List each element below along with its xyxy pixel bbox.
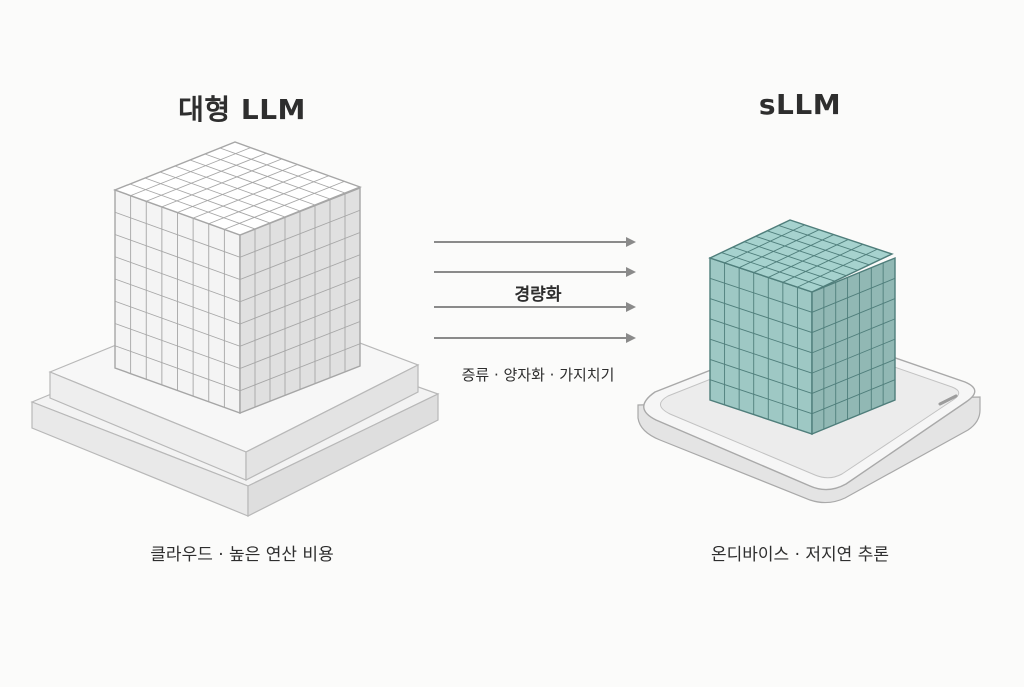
grid-line <box>811 298 896 333</box>
large-llm-caption: 클라우드 · 높은 연산 비용 <box>150 545 334 565</box>
grid-line <box>811 379 896 415</box>
grid-line <box>219 147 346 194</box>
grid-line <box>744 241 847 277</box>
grid-line <box>753 234 834 273</box>
grid-line <box>239 321 361 369</box>
grid-line <box>208 175 329 225</box>
grid-line <box>239 298 361 347</box>
grid-line <box>174 165 301 212</box>
compression-arrows <box>434 237 636 343</box>
grid-line <box>724 224 805 264</box>
grid-line <box>778 225 881 260</box>
grid-line <box>768 239 849 278</box>
grid-line <box>709 379 813 415</box>
compression-label: 경량화 <box>514 285 562 305</box>
grid-line <box>721 252 824 287</box>
grid-line <box>189 159 316 206</box>
grid-line <box>114 323 241 369</box>
grid-line <box>797 248 878 288</box>
grid-line <box>114 278 241 325</box>
grid-line <box>709 277 813 313</box>
grid-line <box>811 338 896 374</box>
grid-line <box>755 235 858 271</box>
grid-line <box>239 343 361 392</box>
cube-side-face <box>811 256 896 436</box>
grid-line <box>239 276 361 325</box>
grid-line <box>192 169 314 219</box>
sllm-title: sLLM <box>758 88 842 121</box>
grid-line <box>709 359 813 394</box>
sllm-caption: 온디바이스 · 저지연 추론 <box>710 545 890 565</box>
grid-line <box>709 338 813 374</box>
grid-line <box>224 180 345 230</box>
grid-line <box>811 277 896 313</box>
large-llm-cube <box>113 141 362 415</box>
large-llm-title: 대형 LLM <box>178 93 306 126</box>
grid-line <box>738 229 820 269</box>
grid-line <box>709 298 813 333</box>
grid-line <box>732 246 835 282</box>
grid-line <box>811 318 896 354</box>
sllm-cube <box>708 219 896 436</box>
grid-line <box>709 318 813 354</box>
grid-line <box>114 300 241 347</box>
grid-line <box>114 345 241 392</box>
compression-methods: 증류 · 양자화 · 가지치기 <box>461 366 615 384</box>
grid-line <box>204 153 331 200</box>
grid-line <box>811 359 896 394</box>
cube-top-face <box>708 219 894 293</box>
grid-line <box>782 243 864 283</box>
grid-line <box>767 230 870 266</box>
